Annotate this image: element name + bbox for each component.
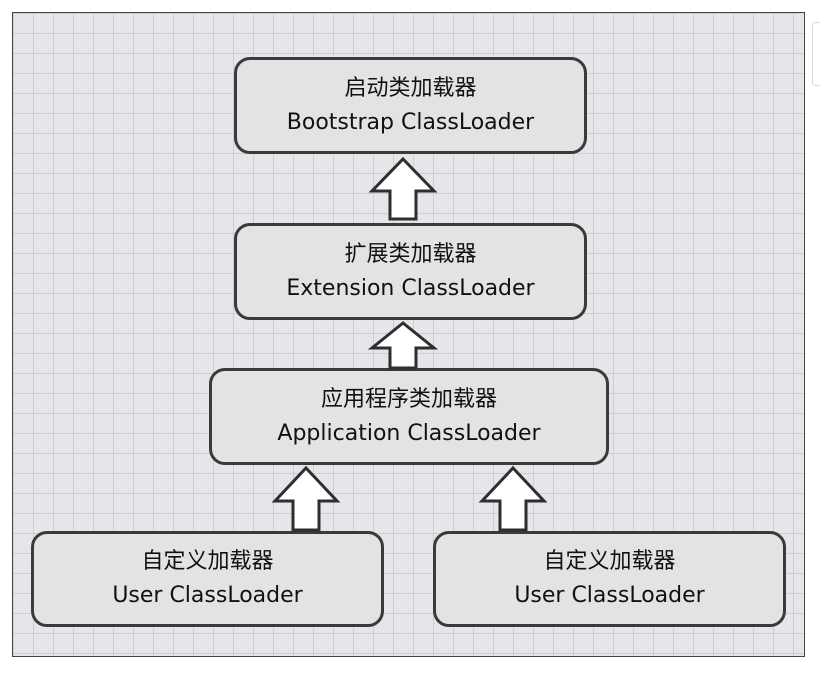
node-title-en: User ClassLoader [112, 583, 303, 608]
node-user-classloader-left: 自定义加载器 User ClassLoader [31, 531, 384, 627]
arrow-up-icon [271, 465, 341, 532]
arrow-up-icon [367, 321, 439, 370]
node-title-en: Bootstrap ClassLoader [286, 109, 535, 135]
node-title-cn: 启动类加载器 [344, 75, 477, 101]
node-title-cn: 自定义加载器 [141, 549, 274, 574]
page-edge-decoration [812, 22, 820, 86]
node-title-en: Application ClassLoader [277, 420, 541, 446]
node-title-cn: 自定义加载器 [543, 549, 676, 574]
node-bootstrap-classloader: 启动类加载器 Bootstrap ClassLoader [234, 57, 587, 154]
node-title-en: Extension ClassLoader [286, 275, 535, 301]
node-user-classloader-right: 自定义加载器 User ClassLoader [433, 531, 786, 627]
node-title-en: User ClassLoader [514, 583, 705, 608]
node-title-cn: 扩展类加载器 [344, 241, 477, 267]
node-title-cn: 应用程序类加载器 [320, 386, 497, 412]
diagram-canvas: 启动类加载器 Bootstrap ClassLoader 扩展类加载器 Exte… [12, 12, 805, 657]
node-application-classloader: 应用程序类加载器 Application ClassLoader [209, 368, 609, 465]
arrow-up-icon [368, 156, 438, 221]
node-extension-classloader: 扩展类加载器 Extension ClassLoader [234, 223, 587, 320]
arrow-up-icon [478, 465, 548, 532]
